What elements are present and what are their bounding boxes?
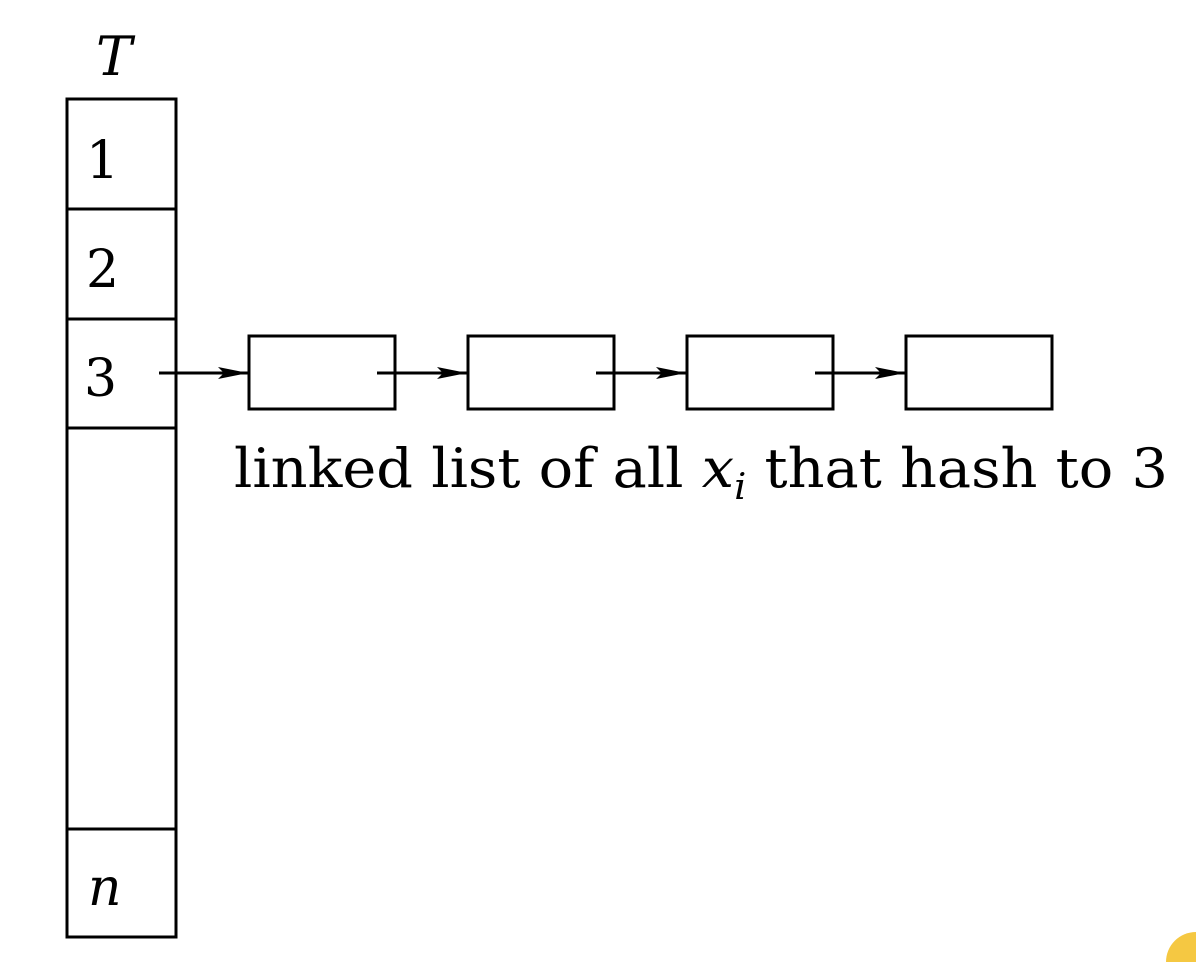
list-node [466,334,616,411]
slot-n-label: n [88,858,122,918]
corner-accent [1166,932,1196,962]
list-node [904,334,1054,411]
linked-list-caption: linked list of all xi that hash to 3 [234,437,1168,508]
list-node [247,334,397,411]
table-name-label: T [96,25,136,88]
caption-text-after: that hash to 3 [746,437,1168,500]
slot-2-label: 2 [86,240,119,300]
caption-text-before: linked list of all [234,437,702,500]
caption-variable: x [702,437,734,500]
slot-3-label: 3 [84,349,117,409]
caption-subscript: i [734,467,746,508]
slot-1-label: 1 [86,131,119,191]
list-node [685,334,835,411]
hash-table-frame [65,97,178,939]
